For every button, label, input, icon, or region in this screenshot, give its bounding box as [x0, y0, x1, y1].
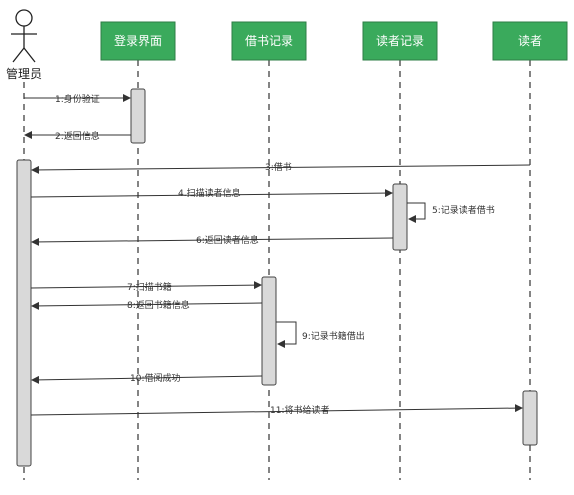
activation-reader-record — [392, 183, 408, 251]
activation-login-ui — [130, 88, 146, 144]
message-6-label: 6:返回读者信息 — [196, 234, 259, 246]
participant-reader-label: 读者 — [518, 34, 542, 48]
message-10: 10:借阅成功 — [31, 372, 263, 384]
message-3-label: 3:借书 — [265, 161, 292, 173]
stick-figure-actor-icon — [11, 9, 37, 63]
participant-login-ui-label: 登录界面 — [114, 33, 162, 48]
message-9-label: 9:记录书籍借出 — [302, 330, 365, 342]
message-11: 11:将书给读者 — [30, 404, 523, 416]
message-9-self: 9:记录书籍借出 — [276, 321, 365, 348]
message-8: 8:返回书籍信息 — [31, 299, 263, 311]
message-8-label: 8:返回书籍信息 — [127, 299, 190, 311]
participant-reader-record: 读者记录 — [362, 21, 438, 61]
message-2-label: 2:返回信息 — [55, 130, 100, 142]
message-4-label: 4.扫描读者信息 — [178, 187, 241, 199]
message-10-label: 10:借阅成功 — [130, 372, 181, 384]
activation-borrow-record — [261, 276, 277, 386]
participant-reader: 读者 — [492, 21, 568, 61]
message-7: 7:扫描书籍 — [30, 281, 262, 293]
message-5-self: 5:记录读者借书 — [407, 202, 495, 223]
activation-reader — [522, 390, 538, 446]
message-4: 4.扫描读者信息 — [30, 187, 393, 199]
message-7-label: 7:扫描书籍 — [127, 281, 172, 293]
message-3: 3:借书 — [31, 161, 531, 174]
participant-borrow-record: 借书记录 — [231, 21, 307, 61]
message-5-label: 5:记录读者借书 — [432, 204, 495, 216]
participant-reader-record-label: 读者记录 — [376, 34, 424, 48]
message-11-label: 11:将书给读者 — [270, 404, 330, 416]
message-6: 6:返回读者信息 — [31, 234, 394, 246]
participant-login-ui: 登录界面 — [100, 21, 176, 61]
participant-borrow-record-label: 借书记录 — [245, 34, 293, 48]
message-1: 1:身份验证 — [24, 93, 131, 105]
message-1-label: 1:身份验证 — [55, 93, 100, 105]
activation-admin — [16, 159, 32, 467]
actor-label: 管理员 — [6, 66, 42, 81]
message-2: 2:返回信息 — [24, 130, 131, 142]
